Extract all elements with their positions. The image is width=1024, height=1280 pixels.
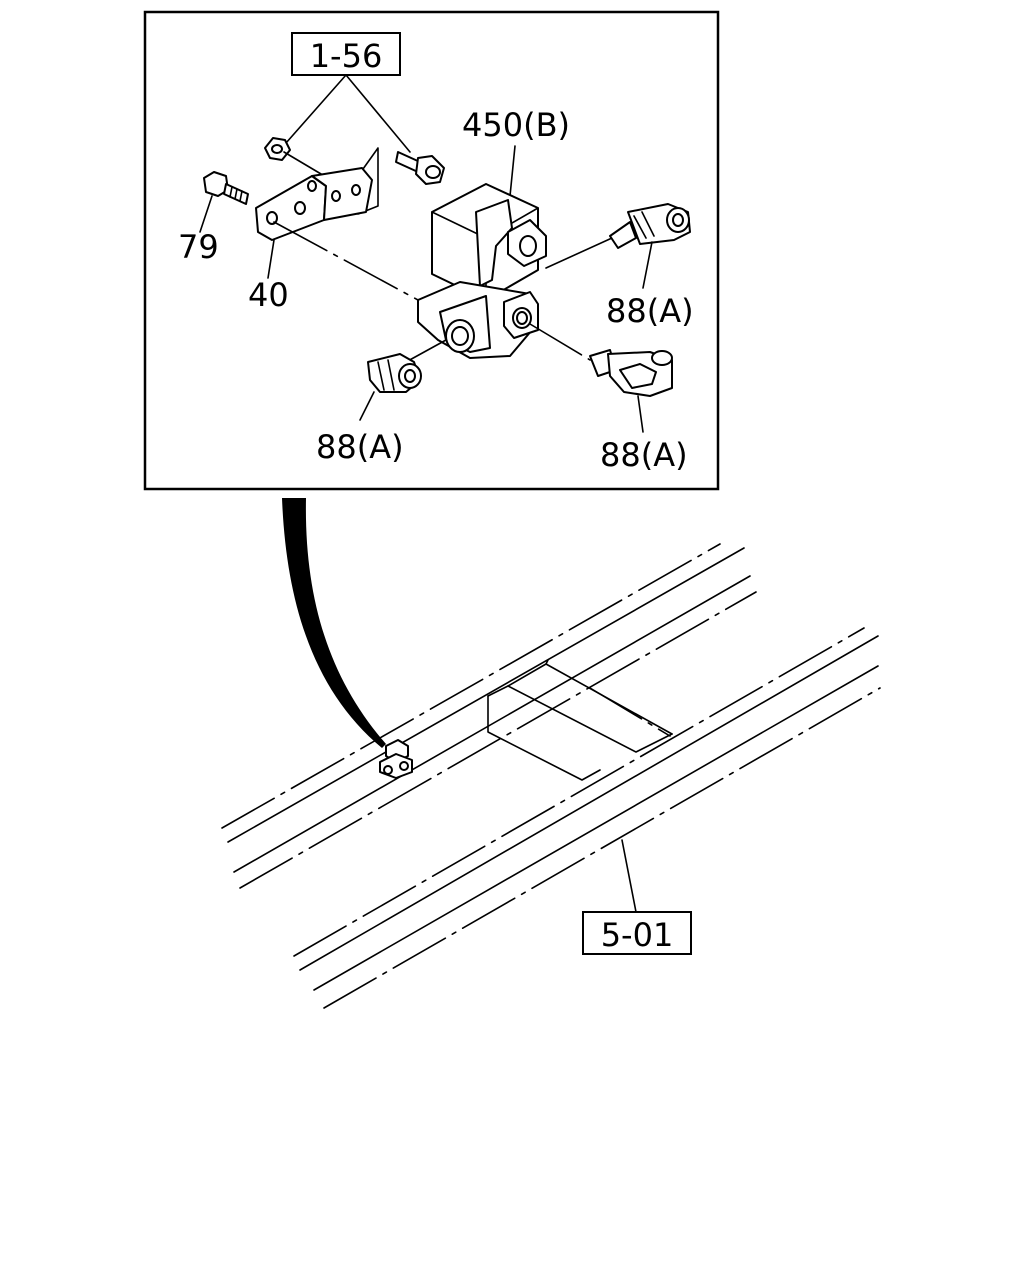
leader-1-56-bolt (345, 74, 411, 153)
chassis-frame (221, 543, 881, 1009)
leader-88a-top-right (642, 241, 653, 289)
align-line-bracket-valve (273, 221, 419, 301)
leader-5-01 (621, 839, 637, 913)
fitting-88a-top-right-shape (609, 203, 691, 249)
align-line-fitting-bl (405, 339, 447, 363)
ref-box-1-56: 1-56 (291, 32, 401, 76)
bracket-40-shape (255, 167, 373, 241)
callout-arrow (282, 498, 386, 748)
fitting-88a-bottom-right-shape (589, 349, 673, 397)
nut-shape (264, 137, 291, 161)
leader-79 (199, 195, 213, 233)
part-label-88a-bottom-right: 88(A) (600, 436, 688, 474)
leader-1-56-nut (285, 74, 347, 144)
part-label-40: 40 (248, 276, 289, 314)
align-line-fitting-br (529, 323, 591, 361)
fitting-88a-bottom-left-shape (367, 353, 422, 393)
leader-88a-bottom-left (359, 391, 375, 421)
part-label-88a-top-right: 88(A) (606, 292, 694, 330)
ref-label-1-56: 1-56 (310, 37, 383, 75)
bolt-upper-shape (395, 151, 445, 185)
part-label-79: 79 (178, 228, 219, 266)
leader-450b (509, 145, 516, 197)
leader-88a-bottom-right (637, 395, 644, 433)
ref-label-5-01: 5-01 (601, 916, 674, 954)
part-label-450b: 450(B) (462, 106, 570, 144)
leader-40 (267, 239, 275, 279)
valve-450b-shape (417, 183, 547, 359)
part-label-88a-bottom-left: 88(A) (316, 428, 404, 466)
ref-box-5-01: 5-01 (582, 911, 692, 955)
align-line-fitting-tr (545, 237, 613, 269)
bolt-79-shape (203, 171, 249, 205)
valve-on-frame-shape (379, 739, 413, 779)
